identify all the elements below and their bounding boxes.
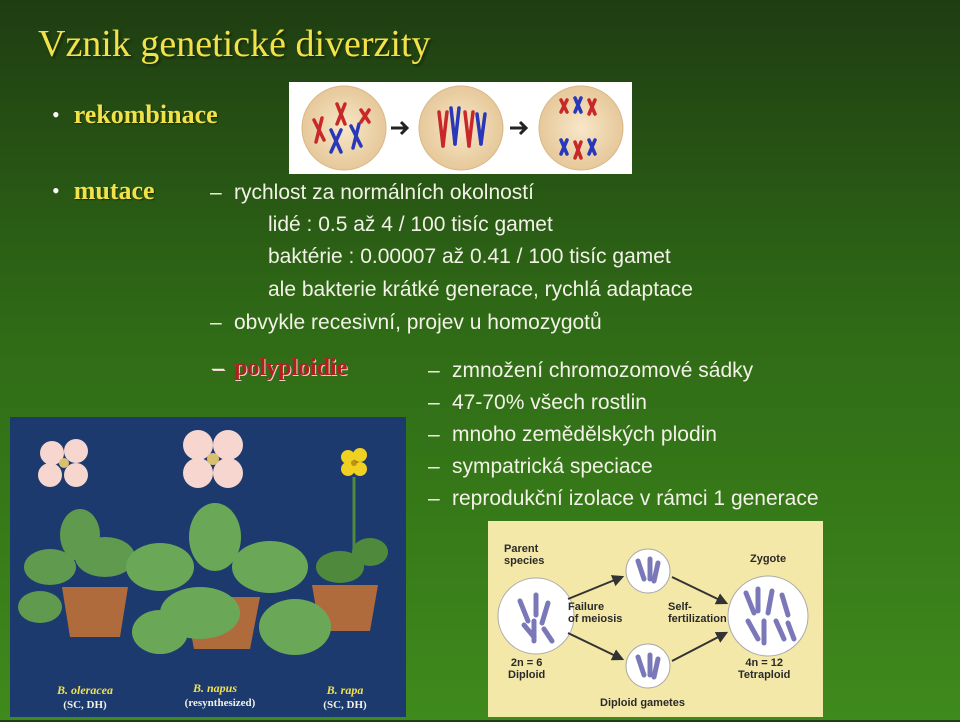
polyploidy-illustration <box>497 548 809 689</box>
mutace-line-humans: lidé : 0.5 až 4 / 100 tisíc gamet <box>268 213 553 236</box>
poly-item-text: 47-70% všech rostlin <box>452 391 647 414</box>
plant-sub-napus: (resynthesized) <box>184 697 256 709</box>
arrow-icon <box>567 632 625 661</box>
plant-label-rapa: B. rapa <box>326 683 364 697</box>
plant-label-oleracea: B. oleracea <box>57 683 113 697</box>
arrow-icon <box>671 576 729 605</box>
chromosomes-diagram <box>517 556 797 680</box>
polyploidie-heading: –polyploidie <box>212 355 347 382</box>
poly-item-3: –mnoho zemědělských plodin <box>428 423 717 447</box>
leaves-plant-3 <box>316 477 388 583</box>
poly-item-4: –sympatrická speciace <box>428 455 653 479</box>
dash-icon: – <box>428 359 440 382</box>
mutace-line-text: rychlost za normálních okolností <box>234 181 534 204</box>
dash-icon: – <box>212 355 224 381</box>
pot-1 <box>62 587 128 637</box>
flower-icon <box>183 430 243 488</box>
chromosomes-2 <box>437 106 487 148</box>
dash-icon: – <box>428 391 440 414</box>
mutace-line-adaptation: ale bakterie krátké generace, rychlá ada… <box>268 278 693 301</box>
bullet-dot-icon: • <box>52 102 60 127</box>
mutace-line-rate: –rychlost za normálních okolností <box>210 181 534 205</box>
diagram-label-tetraploid: 4n = 12 Tetraploid <box>738 657 791 681</box>
diagram-label-selffert: Self- fertilization <box>668 601 727 625</box>
cell-1 <box>301 85 387 171</box>
bullet-label-rekombinace: rekombinace <box>73 100 218 129</box>
dash-icon: – <box>428 423 440 446</box>
mutace-line-recessive: –obvykle recesivní, projev u homozygotů <box>210 311 602 335</box>
arrow-icon <box>671 631 729 662</box>
poly-item-text: reprodukční izolace v rámci 1 generace <box>452 487 819 510</box>
zygote-cell <box>727 575 809 657</box>
arrow-icon <box>391 120 410 136</box>
cell-division-image <box>289 82 632 174</box>
dash-icon: – <box>428 487 440 510</box>
chromosomes-1 <box>312 102 371 154</box>
polyploidy-diagram: Parent species Failure of meiosis Self- … <box>488 521 823 717</box>
mutace-line-text: obvykle recesivní, projev u homozygotů <box>234 311 602 334</box>
brassica-plants-photo: B. oleracea (SC, DH) B. napus (resynthes… <box>10 417 406 717</box>
flower-icon <box>341 448 367 476</box>
labels-bar <box>10 672 406 717</box>
mitosis-illustration <box>301 85 624 171</box>
diagram-label-zygote: Zygote <box>750 553 787 565</box>
cell-3 <box>538 85 624 171</box>
leaves-plant-1 <box>18 509 135 623</box>
polyploidie-label: polyploidie <box>234 355 348 381</box>
poly-item-text: mnoho zemědělských plodin <box>452 423 717 446</box>
plant-sub-rapa: (SC, DH) <box>323 699 367 711</box>
plant-sub-oleracea: (SC, DH) <box>63 699 107 711</box>
poly-item-text: zmnožení chromozomové sádky <box>452 359 754 382</box>
slide-title: Vznik genetické diverzity <box>38 23 431 65</box>
leaves-plant-2 <box>126 503 331 655</box>
bullet-mutace: • mutace <box>52 176 155 206</box>
chromosomes-3 <box>559 96 597 160</box>
bullet-rekombinace: • rekombinace <box>52 100 218 130</box>
diagram-label-parent: Parent species <box>504 543 545 567</box>
bullet-label-mutace: mutace <box>73 176 155 205</box>
poly-item-5: –reprodukční izolace v rámci 1 generace <box>428 487 819 511</box>
arrow-icon <box>510 120 529 136</box>
dash-icon: – <box>210 181 222 204</box>
arrow-icon <box>567 575 625 600</box>
plants-illustration <box>10 430 406 717</box>
cell-2 <box>418 85 504 171</box>
mutace-line-bacteria: baktérie : 0.00007 až 0.41 / 100 tisíc g… <box>268 245 671 268</box>
flower-icon <box>38 439 88 487</box>
poly-item-text: sympatrická speciace <box>452 455 653 478</box>
diagram-label-failure: Failure of meiosis <box>568 601 623 625</box>
poly-item-2: –47-70% všech rostlin <box>428 391 647 415</box>
diagram-label-diploid: 2n = 6 Diploid <box>508 657 546 681</box>
dash-icon: – <box>428 455 440 478</box>
dash-icon: – <box>210 311 222 334</box>
bullet-dot-icon: • <box>52 178 60 203</box>
poly-item-1: –zmnožení chromozomové sádky <box>428 359 753 383</box>
plant-label-napus: B. napus <box>192 681 238 695</box>
diagram-label-gametes: Diploid gametes <box>600 697 685 709</box>
